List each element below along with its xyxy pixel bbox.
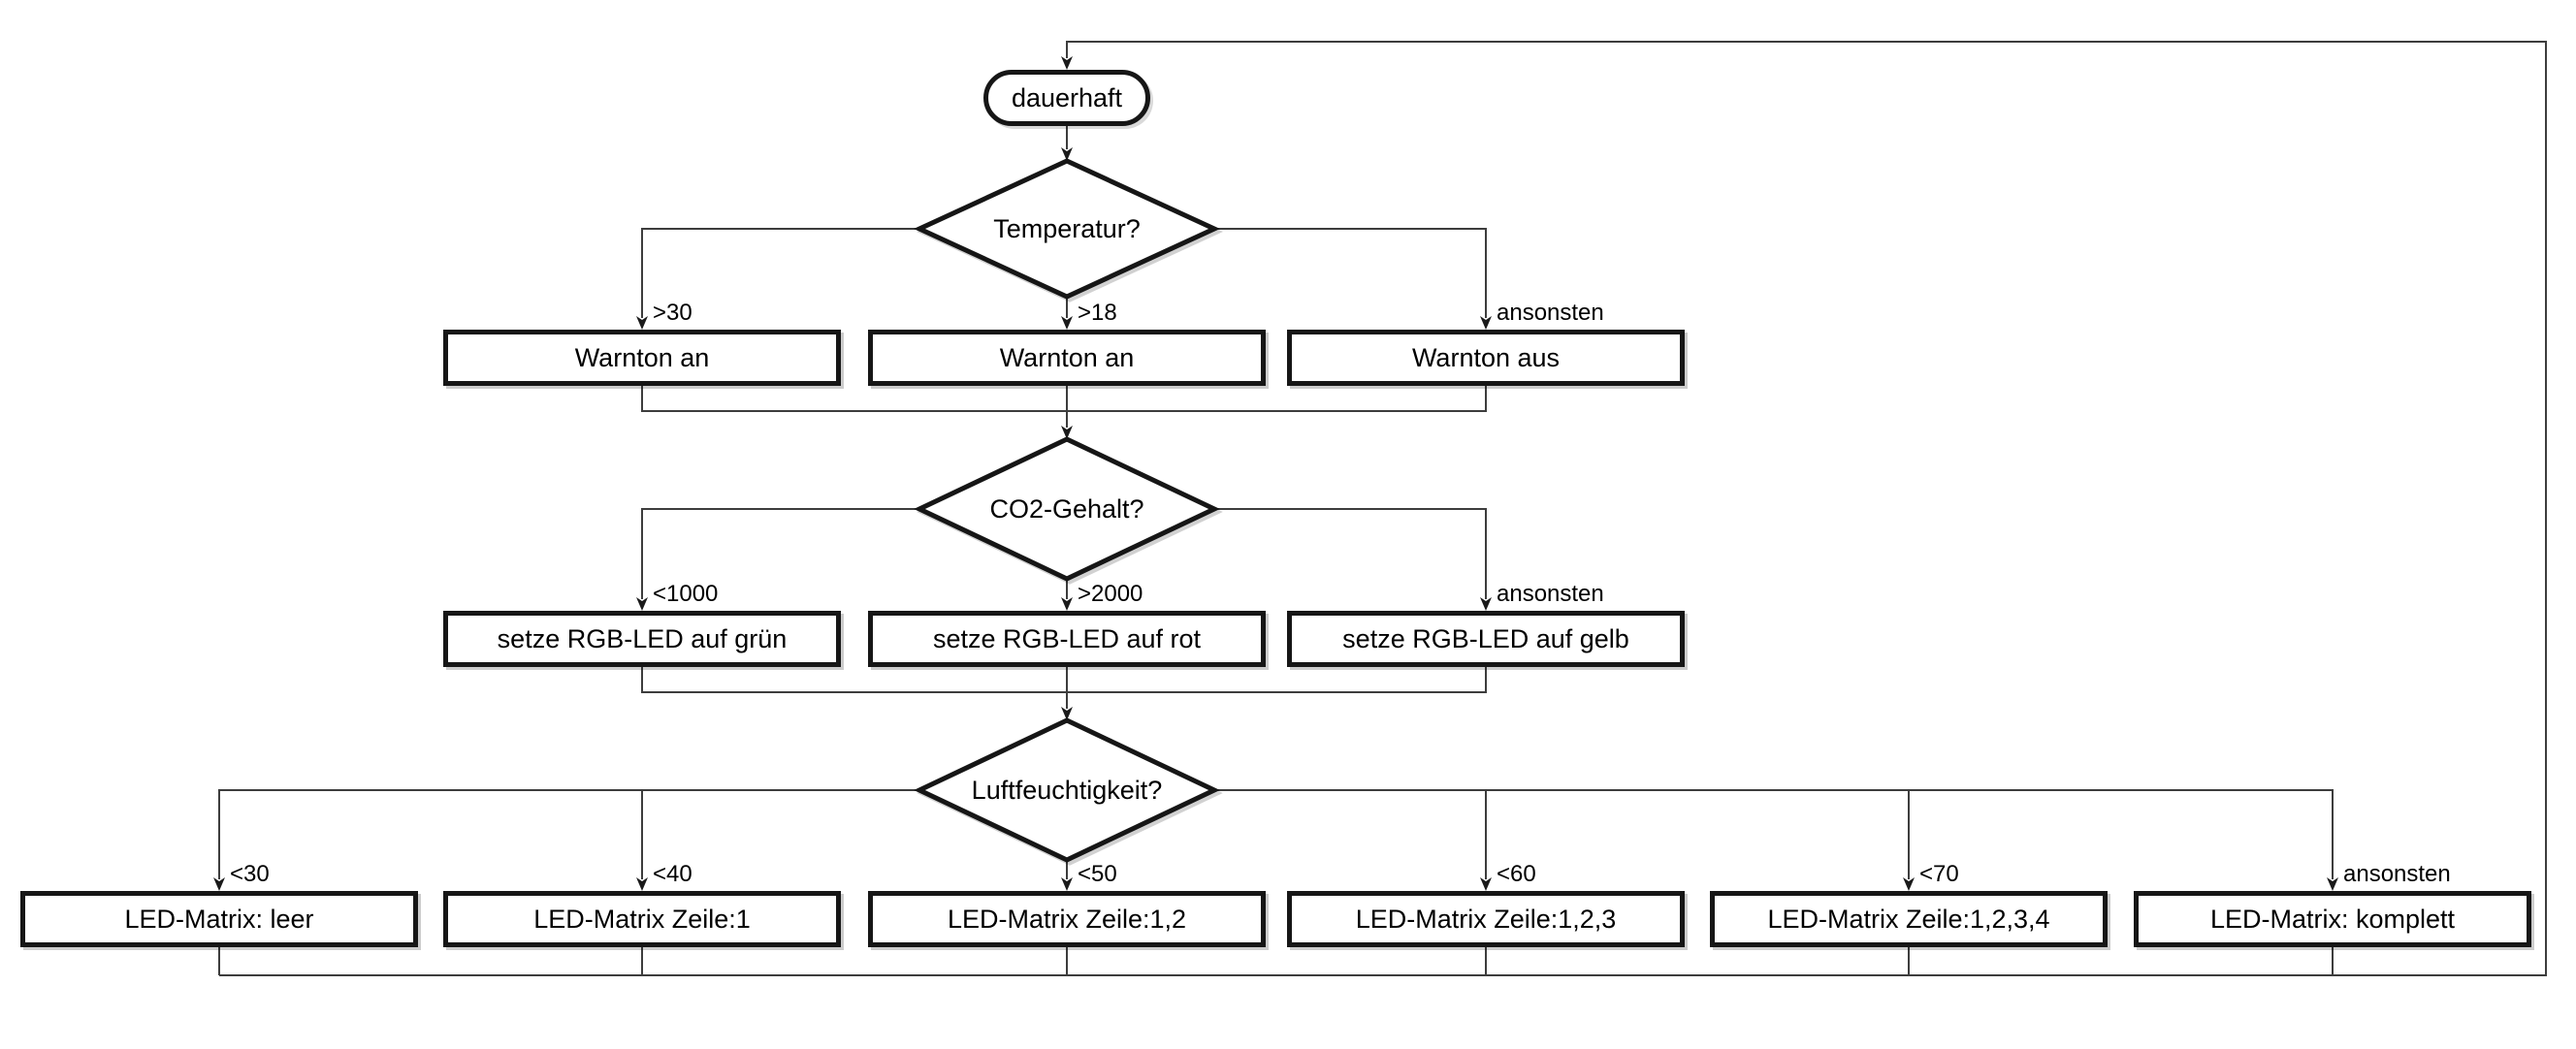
edge-label-temp-ansonsten: ansonsten	[1497, 300, 1604, 326]
arrow-head	[1480, 316, 1492, 330]
process-label: LED-Matrix Zeile:1	[533, 904, 751, 934]
connector	[641, 228, 919, 318]
connector	[218, 789, 919, 879]
arrow-head	[1061, 147, 1073, 161]
process-label: Warnton an	[999, 342, 1135, 372]
connector	[641, 386, 1487, 412]
arrow-head	[1061, 597, 1073, 611]
connector	[641, 508, 919, 599]
process-box-warnton-an-1: Warnton an	[443, 330, 841, 386]
process-label: Warnton aus	[1411, 342, 1561, 372]
connector	[1214, 508, 1487, 599]
arrow-head	[2327, 877, 2338, 891]
edge-label-temp-gt30: >30	[653, 300, 692, 326]
arrow-head	[213, 877, 225, 891]
edge-label-hum-lt40: <40	[653, 861, 692, 887]
process-label: LED-Matrix Zeile:1,2,3	[1355, 904, 1617, 934]
edge-label-hum-lt70: <70	[1919, 861, 1959, 887]
connector	[1214, 228, 1487, 318]
edge-label-co2-ansonsten: ansonsten	[1497, 581, 1604, 607]
edge-label-temp-gt18: >18	[1078, 300, 1117, 326]
process-box-ledmatrix-zeile12: LED-Matrix Zeile:1,2	[868, 891, 1266, 947]
arrow-head	[1903, 877, 1915, 891]
process-box-ledmatrix-leer: LED-Matrix: leer	[20, 891, 418, 947]
edge-label-hum-lt60: <60	[1497, 861, 1536, 887]
arrow-head	[1480, 597, 1492, 611]
loop-back-connector	[219, 41, 2547, 976]
process-box-rgb-gelb: setze RGB-LED auf gelb	[1287, 611, 1685, 667]
edge-label-co2-lt1000: <1000	[653, 581, 719, 607]
process-label: Warnton an	[574, 342, 710, 372]
process-box-ledmatrix-komplett: LED-Matrix: komplett	[2134, 891, 2531, 947]
arrow-head	[1061, 426, 1073, 439]
arrow-head	[636, 597, 648, 611]
process-label: LED-Matrix: komplett	[2209, 904, 2456, 934]
edge-label-hum-ansonsten: ansonsten	[2343, 861, 2451, 887]
process-label: LED-Matrix: leer	[124, 904, 314, 934]
process-box-warnton-aus: Warnton aus	[1287, 330, 1685, 386]
arrow-head	[1480, 877, 1492, 891]
arrowheads	[213, 56, 2338, 891]
process-box-ledmatrix-zeile1: LED-Matrix Zeile:1	[443, 891, 841, 947]
arrow-head	[1061, 56, 1073, 70]
process-box-warnton-an-2: Warnton an	[868, 330, 1266, 386]
edge-label-hum-lt30: <30	[230, 861, 270, 887]
arrow-head	[636, 877, 648, 891]
process-box-ledmatrix-zeile1234: LED-Matrix Zeile:1,2,3,4	[1710, 891, 2108, 947]
arrow-head	[1061, 707, 1073, 720]
process-box-ledmatrix-zeile123: LED-Matrix Zeile:1,2,3	[1287, 891, 1685, 947]
connector	[1214, 789, 2334, 879]
connector	[641, 667, 1487, 693]
process-label: LED-Matrix Zeile:1,2,3,4	[1767, 904, 2050, 934]
arrow-head	[1061, 877, 1073, 891]
process-label: LED-Matrix Zeile:1,2	[947, 904, 1187, 934]
arrow-head	[1061, 316, 1073, 330]
edge-label-co2-gt2000: >2000	[1078, 581, 1143, 607]
edge-label-hum-lt50: <50	[1078, 861, 1117, 887]
process-box-rgb-rot: setze RGB-LED auf rot	[868, 611, 1266, 667]
start-node-label: dauerhaft	[1011, 82, 1123, 112]
process-label: setze RGB-LED auf rot	[932, 623, 1202, 653]
process-box-rgb-gruen: setze RGB-LED auf grün	[443, 611, 841, 667]
decision-diamond-co2	[914, 436, 1220, 582]
start-node-dauerhaft: dauerhaft	[983, 70, 1150, 126]
arrow-head	[636, 316, 648, 330]
decision-diamond-temperatur	[914, 158, 1220, 300]
process-label: setze RGB-LED auf gelb	[1342, 623, 1629, 653]
decision-diamond-luftfeuchtigkeit	[914, 717, 1220, 863]
process-label: setze RGB-LED auf grün	[497, 623, 788, 653]
